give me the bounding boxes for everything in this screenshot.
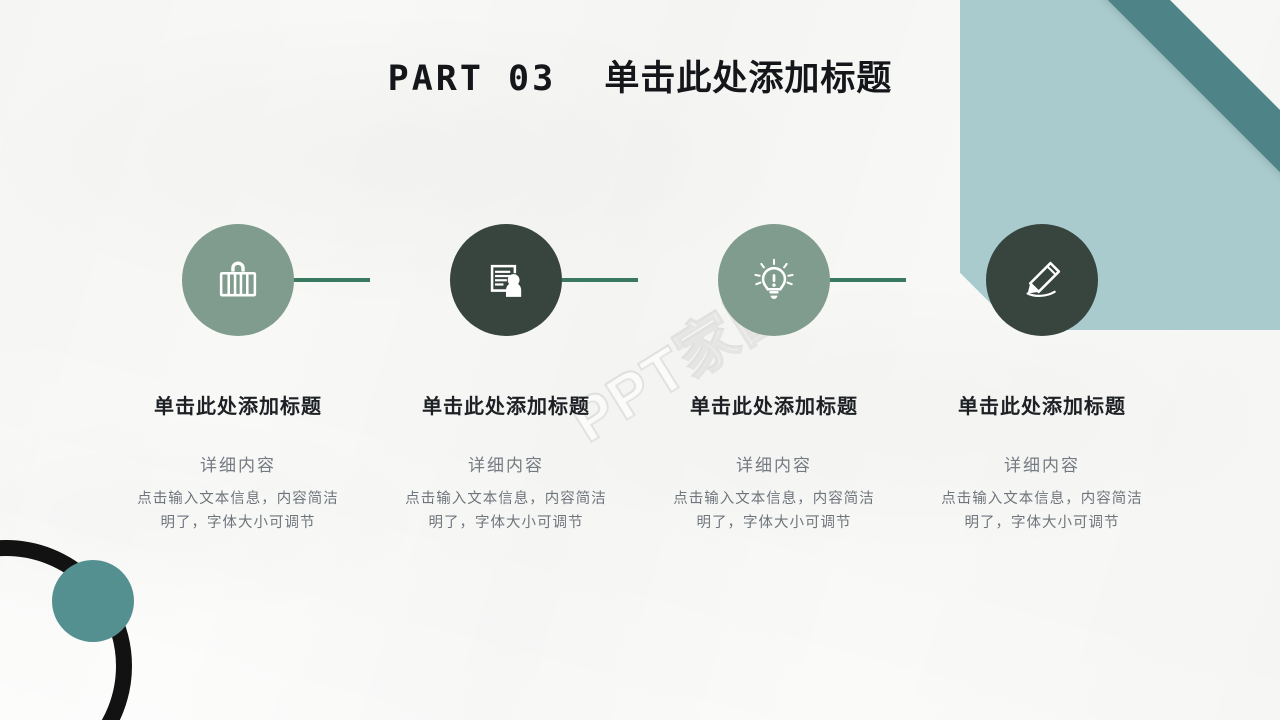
feature-title-4: 单击此处添加标题 [958, 396, 1126, 418]
icon-circle-3[interactable] [718, 224, 830, 336]
feature-column-1[interactable]: 单击此处添加标题 详细内容 点击输入文本信息，内容简洁明了，字体大小可调节 [104, 224, 372, 536]
feature-title-1: 单击此处添加标题 [154, 396, 322, 418]
connector-line-1 [294, 278, 370, 282]
bottom-left-circle-decoration [0, 540, 210, 720]
feature-column-3[interactable]: 单击此处添加标题 详细内容 点击输入文本信息，内容简洁明了，字体大小可调节 [640, 224, 908, 536]
feature-body-3: 点击输入文本信息，内容简洁明了，字体大小可调节 [673, 491, 875, 531]
feature-subtitle-2: 详细内容 [468, 456, 544, 475]
feature-column-2[interactable]: 单击此处添加标题 详细内容 点击输入文本信息，内容简洁明了，字体大小可调节 [372, 224, 640, 536]
feature-subtitle-1: 详细内容 [200, 456, 276, 475]
icon-circle-4[interactable] [986, 224, 1098, 336]
resume-person-icon [490, 264, 522, 297]
feature-body-1: 点击输入文本信息，内容简洁明了，字体大小可调节 [137, 491, 339, 531]
page-title-text: 单击此处添加标题 [604, 59, 893, 99]
page-title-part: PART 03 [387, 59, 557, 99]
connector-line-3 [830, 278, 906, 282]
black-ring-shape [0, 540, 132, 720]
feature-column-4[interactable]: 单击此处添加标题 详细内容 点击输入文本信息，内容简洁明了，字体大小可调节 [908, 224, 1176, 536]
icon-circle-1[interactable] [182, 224, 294, 336]
icon-circle-2[interactable] [450, 224, 562, 336]
feature-columns-row: 单击此处添加标题 详细内容 点击输入文本信息，内容简洁明了，字体大小可调节 单击… [104, 224, 1176, 536]
feature-body-2: 点击输入文本信息，内容简洁明了，字体大小可调节 [405, 491, 607, 531]
feature-subtitle-4: 详细内容 [1004, 456, 1080, 475]
lightbulb-idea-icon [754, 258, 794, 299]
feature-subtitle-3: 详细内容 [736, 456, 812, 475]
page-title-gap [556, 59, 604, 99]
connector-line-2 [562, 278, 638, 282]
feature-body-4: 点击输入文本信息，内容简洁明了，字体大小可调节 [941, 491, 1143, 531]
feature-title-3: 单击此处添加标题 [690, 396, 858, 418]
pencil-edit-icon [1026, 261, 1061, 297]
feature-title-2: 单击此处添加标题 [422, 396, 590, 418]
teal-dot-shape [52, 560, 134, 642]
page-title: PART 03 单击此处添加标题 [0, 50, 1280, 101]
briefcase-icon [219, 261, 257, 297]
